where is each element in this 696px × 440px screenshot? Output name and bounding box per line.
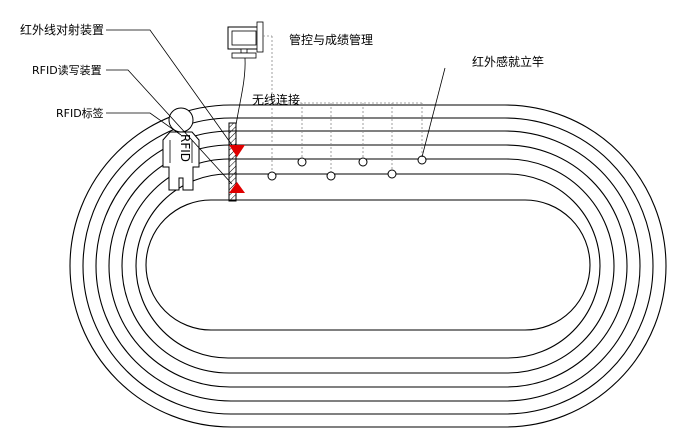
- runner-icon: RFID: [162, 107, 200, 191]
- sensor-pole: [358, 157, 368, 167]
- label-ir-poles: 红外感就立竿: [472, 54, 544, 69]
- track-lane-6: [135, 173, 601, 359]
- track-lane-5: [121, 158, 615, 374]
- wireless-links: [263, 35, 423, 176]
- label-control: 管控与成绩管理: [289, 32, 373, 47]
- sensor-pole: [387, 169, 397, 179]
- sensor-pole-icon: [267, 155, 427, 181]
- sensor-pole: [297, 157, 307, 167]
- computer-icon: [227, 21, 264, 59]
- sensor-pole: [417, 155, 427, 165]
- track-lane-3: [95, 130, 641, 402]
- ir-triangle-bottom: [229, 182, 245, 193]
- track-lane-4: [108, 144, 628, 388]
- sensor-pole: [267, 171, 277, 181]
- running-track: [69, 104, 667, 428]
- track-infield: [145, 199, 591, 331]
- ir-triangle-top: [229, 145, 245, 157]
- label-rfid-reader: RFID读写装置: [32, 63, 102, 77]
- leader-lines: [106, 29, 446, 185]
- track-lane-1: [69, 104, 667, 428]
- sensor-pole: [326, 171, 336, 181]
- track-lane-2: [82, 117, 654, 415]
- rfid-tag-text: RFID: [178, 134, 192, 162]
- computer-cable: [235, 57, 246, 126]
- label-rfid-tag: RFID标签: [56, 106, 104, 120]
- label-wireless: 无线连接: [252, 92, 300, 107]
- label-ir-emitter: 红外线对射装置: [20, 22, 104, 37]
- reader-post-icon: [228, 122, 245, 202]
